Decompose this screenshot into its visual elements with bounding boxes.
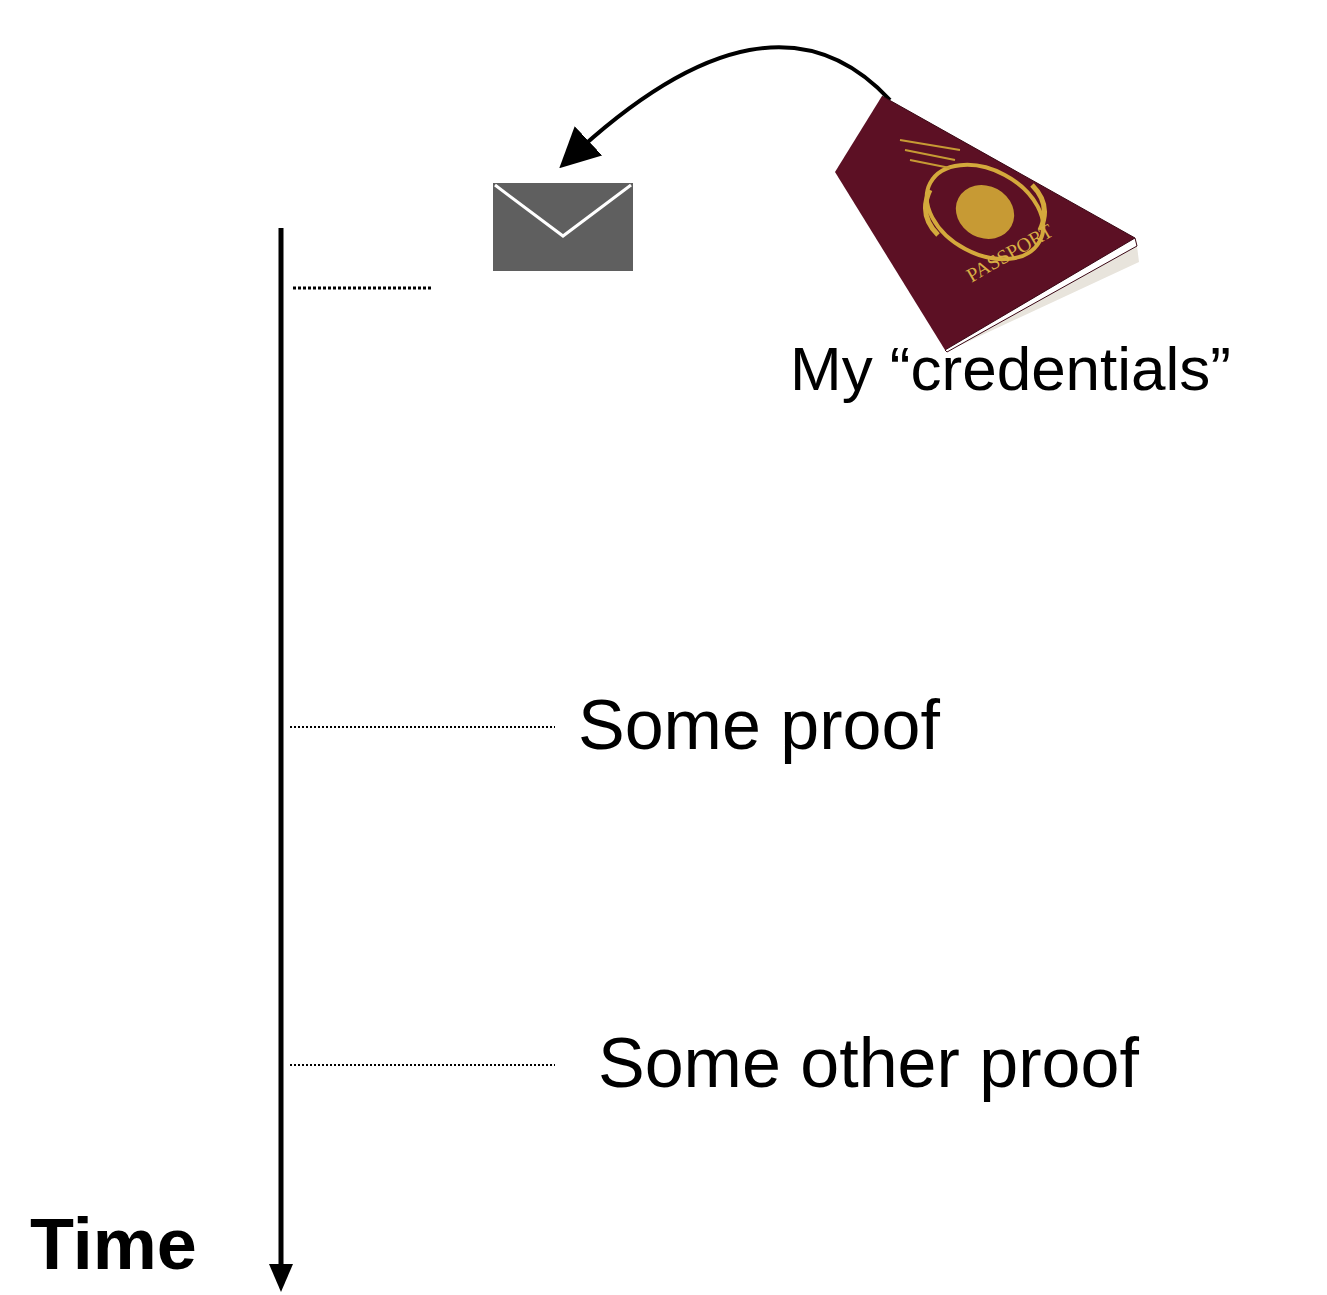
passport-cover: [835, 96, 1135, 350]
credentials-label: My “credentials”: [790, 338, 1231, 400]
time-axis: [279, 228, 284, 1266]
passport-illustration: [835, 96, 1139, 352]
envelope-icon: [493, 183, 633, 271]
envelope-flap: [495, 185, 631, 236]
coat-of-arms-shield: [946, 175, 1023, 249]
tick-line: [290, 1064, 555, 1066]
axis-label: Time: [30, 1208, 197, 1280]
event-label: Some proof: [578, 690, 940, 760]
tick-line: [293, 287, 432, 290]
tick-line: [290, 726, 555, 728]
time-arrowhead: [269, 1264, 293, 1292]
event-label: Some other proof: [598, 1028, 1139, 1098]
curved-arrow: [568, 47, 890, 160]
